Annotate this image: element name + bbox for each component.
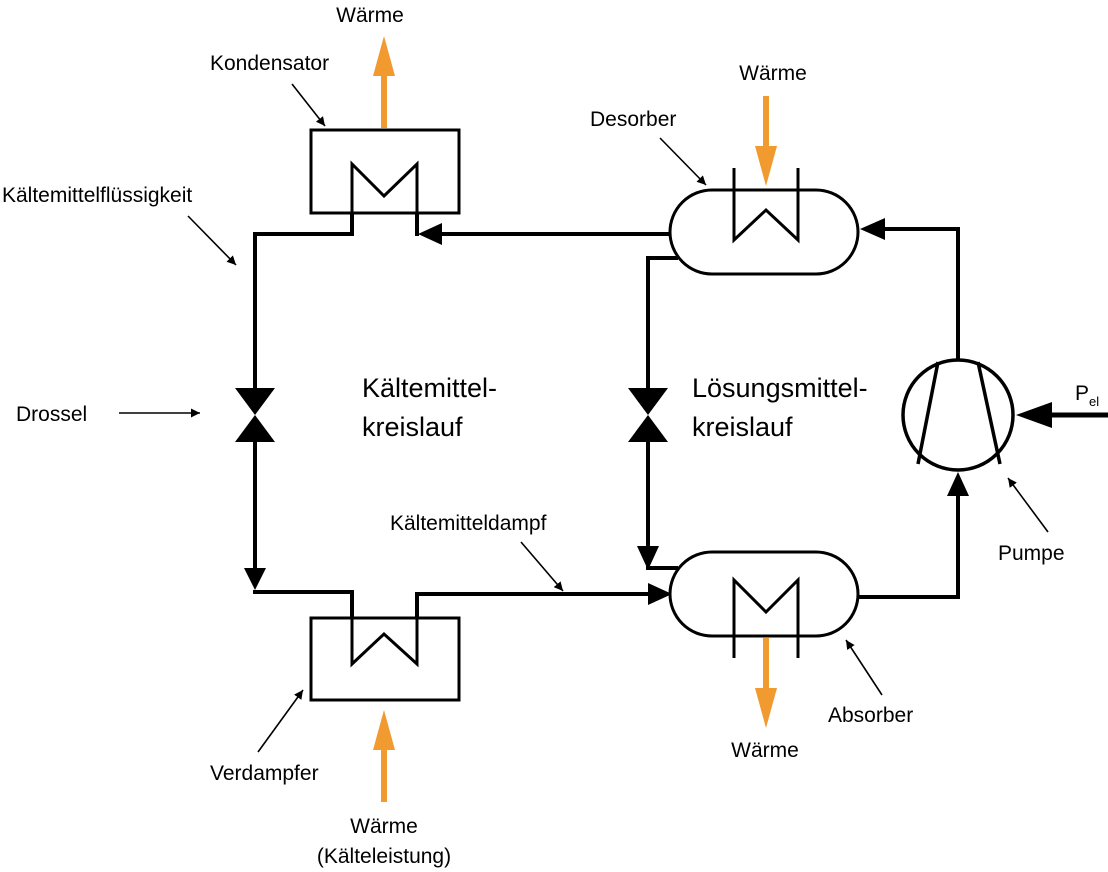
label-desorber: Desorber: [590, 108, 676, 131]
arrowhead-into-pump: [947, 472, 969, 496]
arrowhead-into-absorber: [648, 583, 672, 605]
label-solution-circuit-line2: kreislauf: [692, 412, 793, 442]
label-waerme-absorber: Wärme: [731, 739, 799, 762]
label-kaelteleistung: (Kälteleistung): [317, 845, 451, 868]
throttle-right: [628, 388, 668, 442]
heat-arrow-condenser-up: [373, 36, 395, 128]
arrowhead-down-right: [637, 546, 659, 570]
arrowhead-down-left: [244, 568, 266, 590]
absorber: [668, 550, 860, 658]
heat-arrows: [373, 36, 777, 802]
label-waerme-condenser: Wärme: [336, 4, 404, 27]
label-refrigerant-circuit-line2: kreislauf: [362, 412, 463, 442]
label-drossel: Drossel: [16, 403, 87, 426]
label-kaeltemitteldampf: Kältemitteldampf: [390, 512, 547, 535]
heat-arrow-evaporator-up: [373, 710, 395, 802]
condenser: [309, 128, 461, 215]
arrowhead-into-desorber: [860, 218, 885, 240]
label-kondensator: Kondensator: [210, 52, 329, 75]
leader-lines: [119, 83, 1049, 753]
refrigerant-pipes: [253, 210, 670, 620]
label-power-main: P: [1075, 382, 1089, 405]
arrowhead-power-input: [1016, 402, 1052, 428]
label-power-el: Pel: [1075, 382, 1099, 409]
evaporator: [309, 616, 461, 702]
heat-arrow-desorber-down: [755, 96, 777, 186]
heat-arrow-absorber-down: [755, 638, 777, 728]
solution-pipes: [646, 227, 1108, 599]
label-verdampfer: Verdampfer: [210, 762, 319, 785]
label-waerme-verdampfer: Wärme: [350, 815, 418, 838]
label-pumpe: Pumpe: [998, 542, 1065, 565]
label-waerme-desorber: Wärme: [739, 62, 807, 85]
label-kaeltemittelfluessigkeit: Kältemittelflüssigkeit: [2, 184, 192, 207]
label-solution-circuit-line1: Lösungsmittel-: [692, 373, 868, 403]
label-absorber: Absorber: [828, 704, 913, 727]
pump: [901, 358, 1015, 472]
throttle-left: [235, 388, 275, 442]
label-power-sub: el: [1089, 394, 1099, 409]
flow-arrowheads: [244, 218, 1052, 605]
arrowhead-into-condenser: [418, 223, 442, 245]
label-refrigerant-circuit-line1: Kältemittel-: [362, 373, 497, 403]
desorber: [668, 168, 860, 276]
